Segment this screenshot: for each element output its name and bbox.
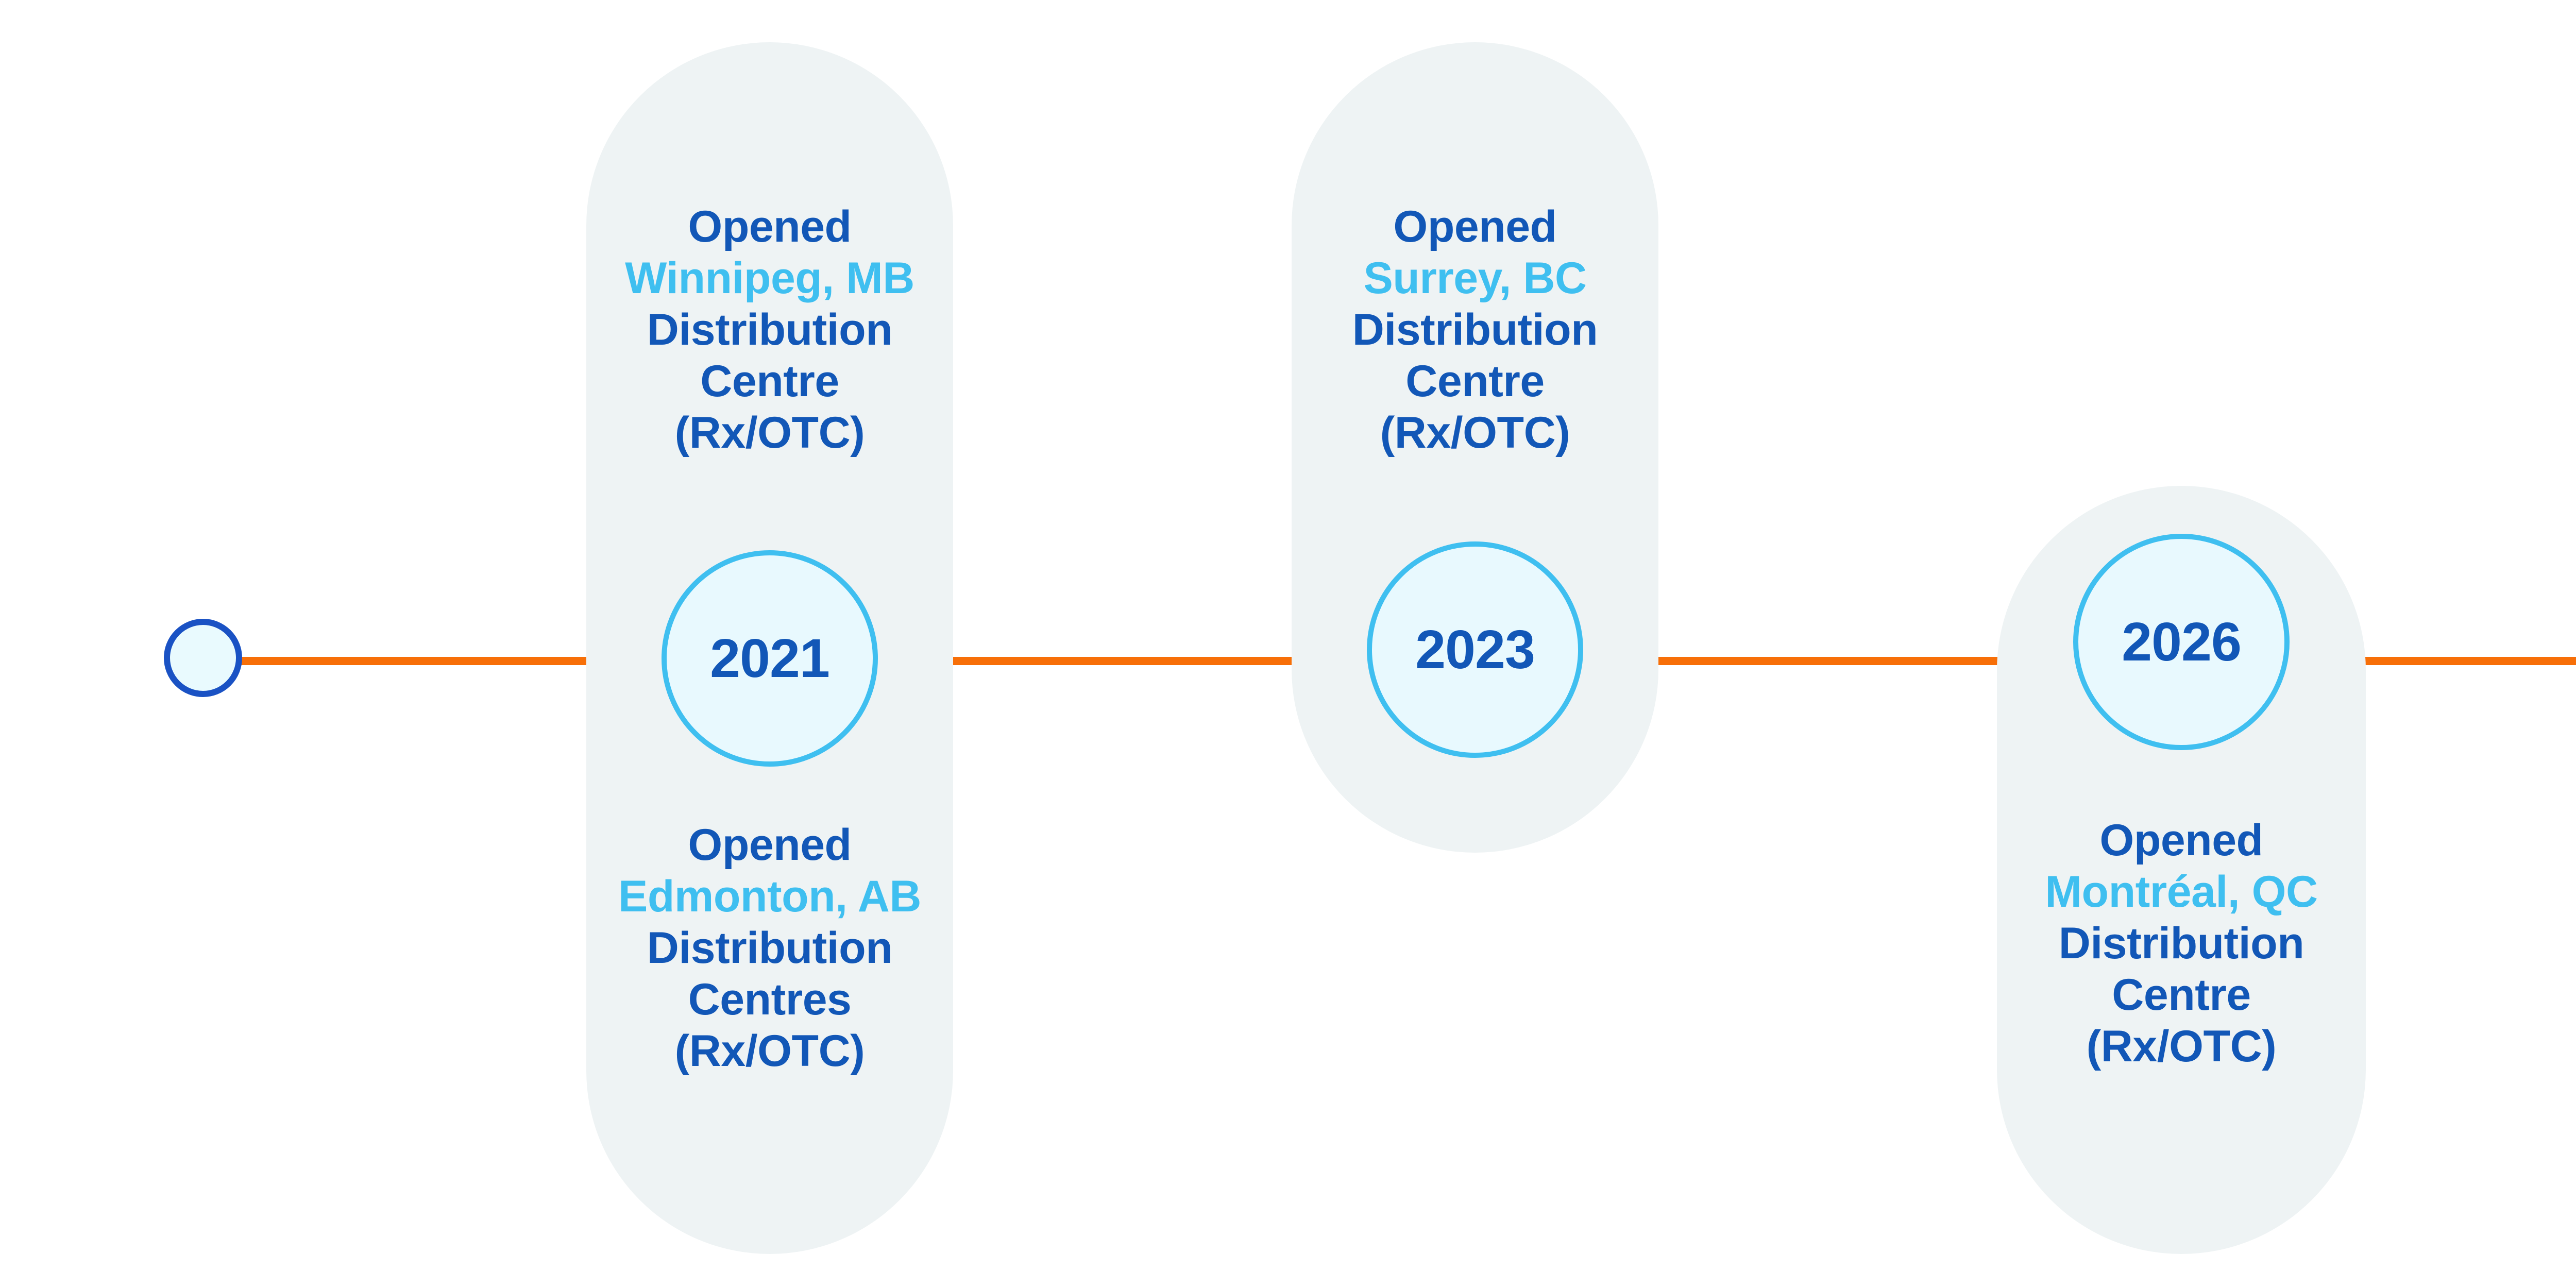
text-segment: Winnipeg, MB [625,253,914,303]
text-line: Surrey, BC [1292,252,1658,304]
year-label-2021: 2021 [710,628,830,689]
text-line: (Rx/OTC) [1292,407,1658,459]
text-segment: Opened [2099,816,2263,865]
text-line: Montréal, QC [1997,866,2366,918]
text-segment: (Rx/OTC) [674,408,865,457]
text-line: Centre [1997,969,2366,1021]
text-line: Winnipeg, MB [586,252,953,304]
text-line: Edmonton, AB [586,871,953,922]
text-segment: Surrey, BC [1363,253,1587,303]
text-segment: Opened [688,202,852,251]
text-segment: Centres [688,975,852,1024]
text-line: Opened [1997,815,2366,866]
text-segment: Montréal, QC [2045,867,2318,917]
year-label-2023: 2023 [1415,619,1535,680]
text-segment: (Rx/OTC) [1380,408,1570,457]
text-line: Centres [586,974,953,1025]
text-segment: Opened [1393,202,1557,251]
text-segment: Edmonton, AB [618,872,921,921]
text-line: Distribution [586,922,953,974]
year-circle-2026: 2026 [2073,534,2290,750]
text-line: Distribution [1292,304,1658,355]
text-line: (Rx/OTC) [1997,1021,2366,1072]
text-segment: Opened [688,820,852,870]
year-circle-2023: 2023 [1367,541,1583,758]
text-segment: (Rx/OTC) [674,1026,865,1076]
text-segment: Distribution [647,305,893,354]
text-segment: Distribution [1352,305,1598,354]
text-segment: Distribution [647,923,893,973]
text-line: Centre [1292,355,1658,407]
timeline-endpoint-left [164,619,242,697]
text-line: Opened [1292,201,1658,252]
text-segment: Centre [2112,970,2251,1020]
text-line: Distribution [586,304,953,355]
text-line: (Rx/OTC) [586,407,953,459]
text-segment: Distribution [2058,919,2304,968]
year-circle-2021: 2021 [662,550,878,767]
text-segment: (Rx/OTC) [2086,1022,2277,1071]
text-line: Opened [586,201,953,252]
text-segment: Centre [700,357,839,406]
text-line: Opened [586,819,953,871]
text-line: Distribution [1997,918,2366,969]
text-segment: Centre [1405,357,1545,406]
year-label-2026: 2026 [2122,611,2242,672]
text-line: Centre [586,355,953,407]
text-line: (Rx/OTC) [586,1025,953,1077]
